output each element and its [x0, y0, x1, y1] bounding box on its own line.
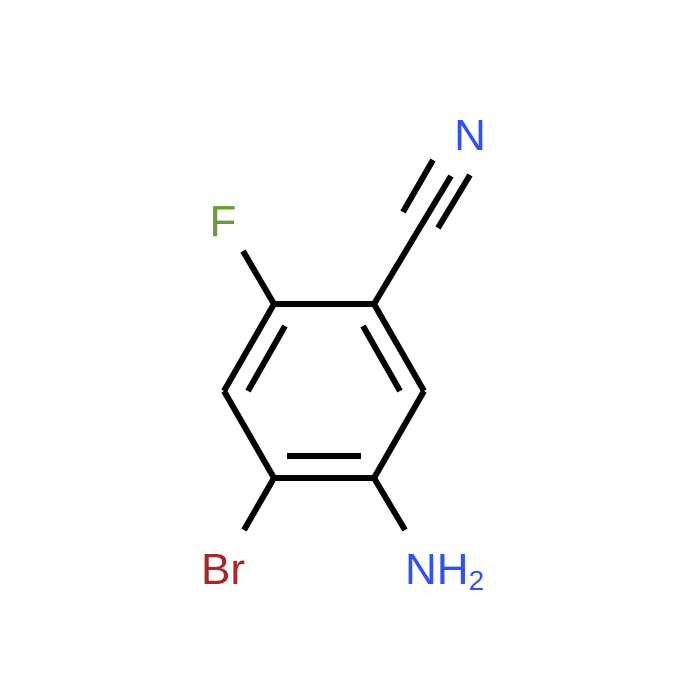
bromine-label: Br: [201, 545, 245, 594]
amine-label-subscript: 2: [469, 565, 485, 596]
ring-bond-c5-c6: [371, 389, 427, 480]
bond-c1-nitrile-c: [371, 232, 419, 306]
ring-bond-c3-c4: [221, 389, 277, 480]
ring-inner-bond-c6-c1: [360, 324, 403, 393]
fluorine-label: F: [210, 197, 237, 246]
bond-c2-fluorine: [240, 249, 277, 306]
bond-c5-amine: [371, 476, 408, 532]
triple-bond-left: [400, 158, 436, 214]
ring-inner-bond-c2-c3: [245, 324, 288, 393]
triple-bond-center: [413, 174, 454, 236]
ring-bond-c6-c1: [371, 302, 427, 393]
nitrile-nitrogen-label: N: [454, 111, 486, 160]
amine-label: NH2: [405, 545, 484, 596]
amine-label-main: NH: [405, 545, 469, 594]
triple-bond-right: [435, 173, 473, 230]
ring-bond-c2-c3: [221, 302, 277, 393]
bond-c4-bromine: [241, 476, 277, 532]
